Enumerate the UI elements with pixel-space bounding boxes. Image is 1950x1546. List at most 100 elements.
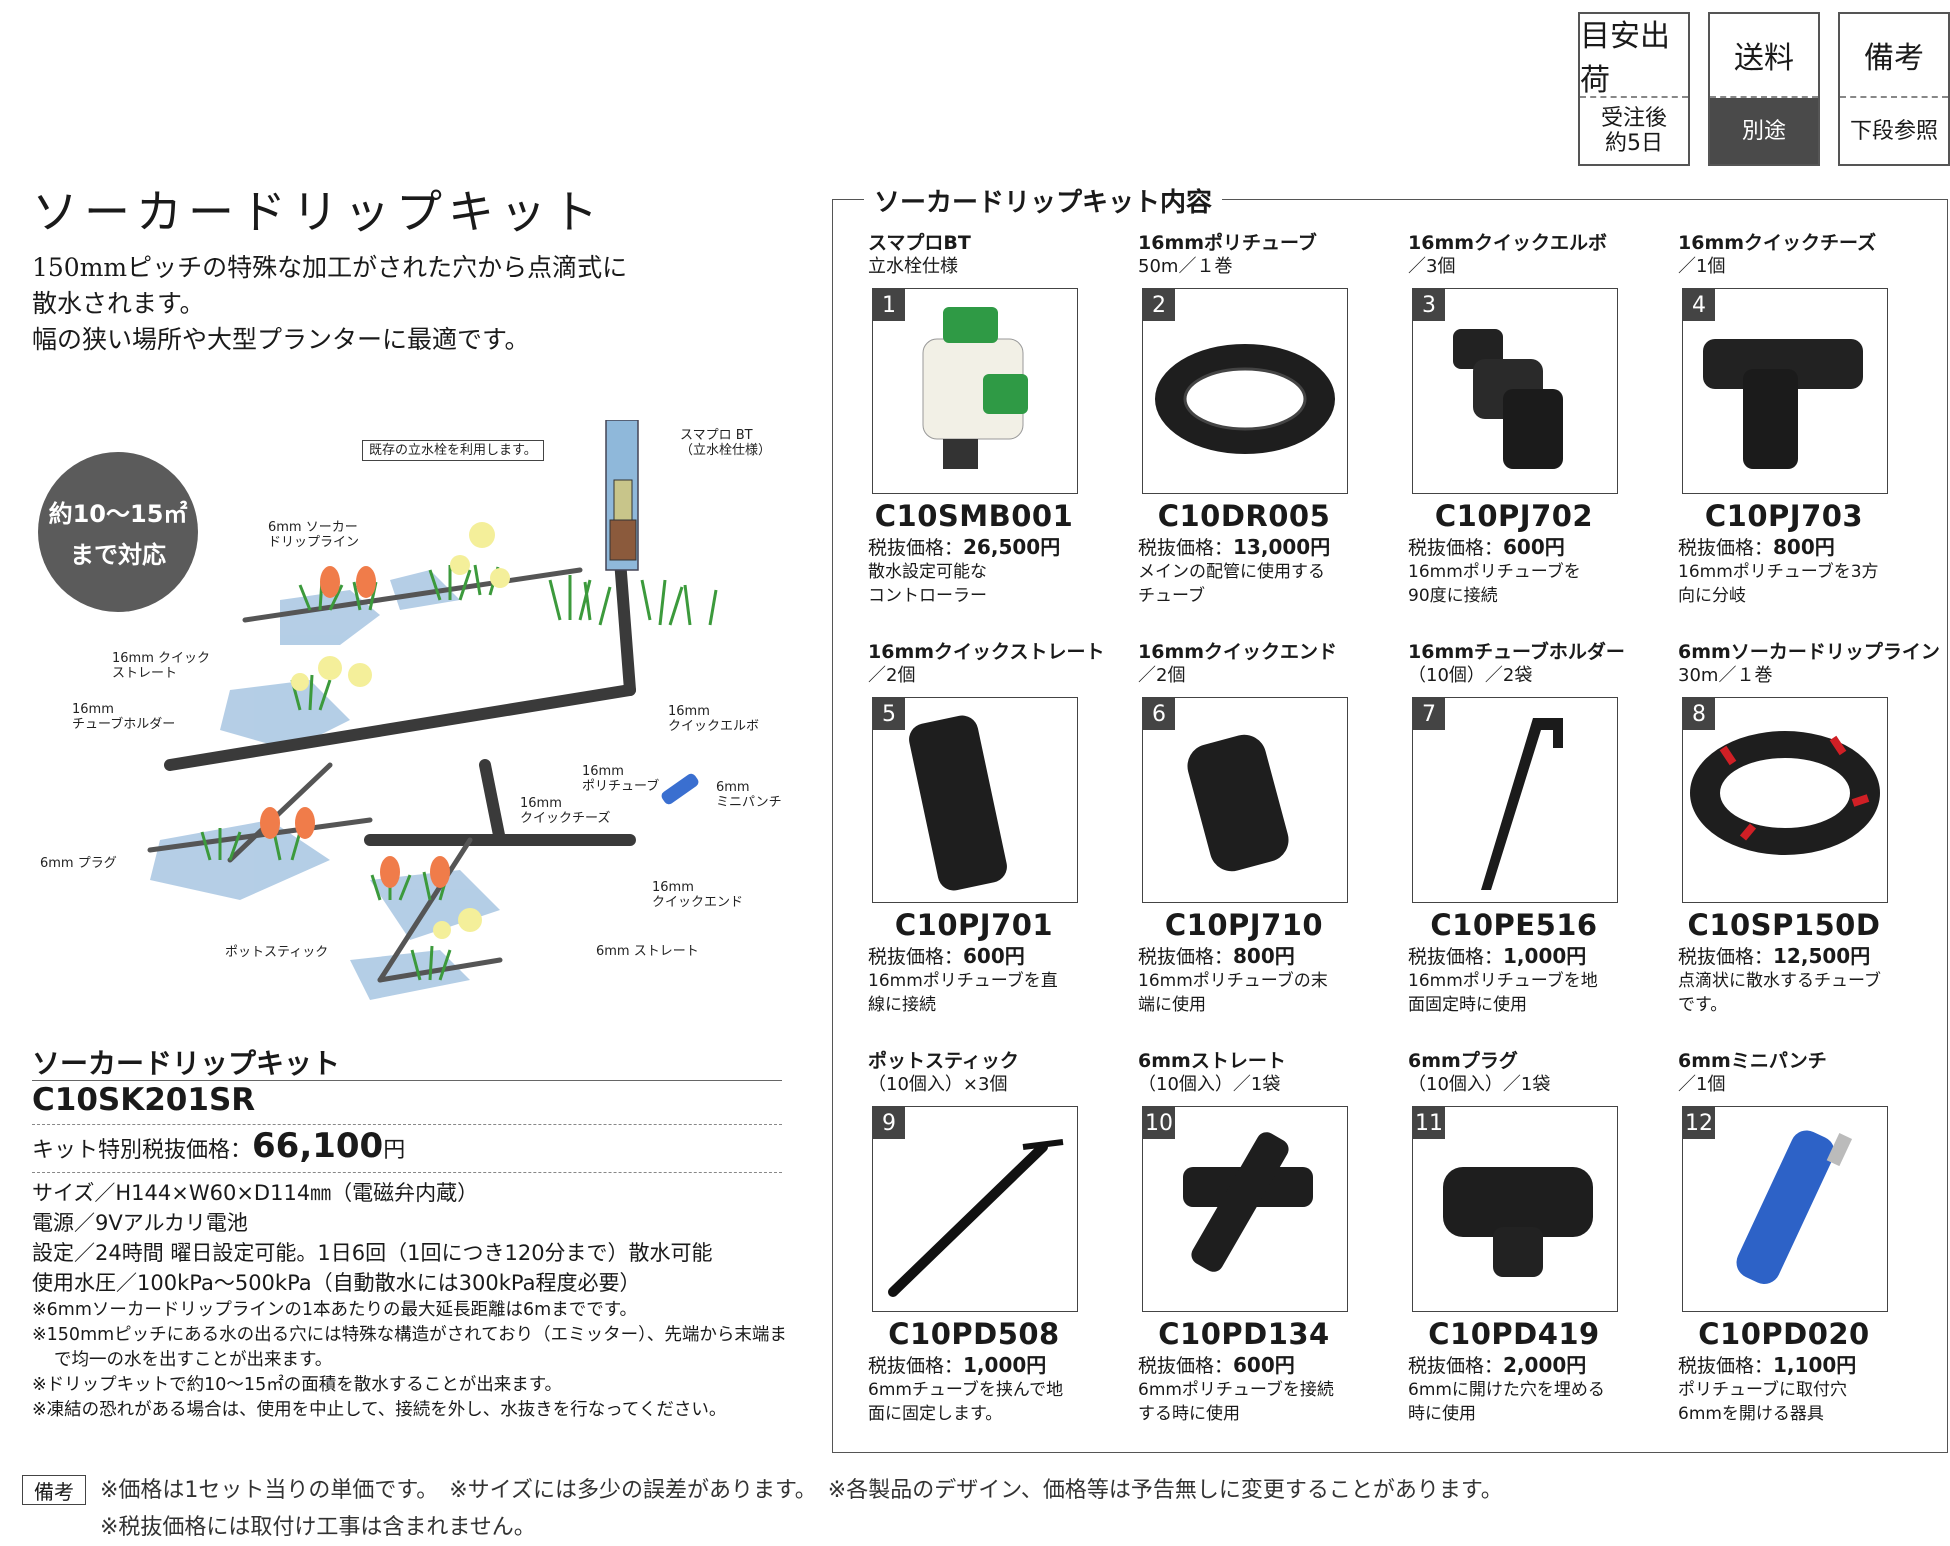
- product-price-label: 税抜価格：: [868, 537, 964, 559]
- product-code: C10PD419: [1428, 1317, 1600, 1351]
- product-code: C10PJ703: [1704, 499, 1864, 533]
- kit-contents-frame: [832, 199, 1948, 1453]
- desc-line: 150mmピッチの特殊な加工がされた穴から点滴式に: [32, 253, 628, 282]
- product-price: 税抜価格：2,000円: [1408, 1354, 1586, 1377]
- product-quantity: ／2個: [868, 665, 916, 686]
- product-code: C10PD020: [1698, 1317, 1870, 1351]
- product-price-label: 税抜価格：: [1678, 537, 1774, 559]
- product-price-value: 1,100円: [1773, 1353, 1857, 1377]
- product-number: 8: [1683, 698, 1715, 730]
- product-quantity: （10個入）／1袋: [1408, 1074, 1551, 1095]
- product-name: 6mmソーカードリップライン: [1678, 641, 1940, 663]
- diagram-label-soaker-line: 6mm ソーカー ドリップライン: [268, 520, 360, 550]
- product-code: C10DR005: [1157, 499, 1331, 533]
- product-image-frame: 10: [1142, 1106, 1348, 1312]
- product-name: 6mmプラグ: [1408, 1050, 1518, 1072]
- diagram-label-quick-straight: 16mm クイック ストレート: [112, 651, 211, 681]
- product-price-value: 1,000円: [963, 1353, 1047, 1377]
- product-code: C10SP150D: [1687, 908, 1881, 942]
- badge-line2: まで対応: [70, 541, 166, 569]
- intro-description: 150mmピッチの特殊な加工がされた穴から点滴式に 散水されます。 幅の狭い場所…: [32, 250, 752, 358]
- product-number: 3: [1413, 289, 1445, 321]
- product-price-value: 12,500円: [1773, 944, 1871, 968]
- product-price-label: 税抜価格：: [868, 1355, 964, 1377]
- spec-line: 電源／9Vアルカリ電池: [32, 1211, 248, 1235]
- product-name: 16mmポリチューブ: [1138, 232, 1317, 254]
- installation-diagram: [147, 420, 718, 1000]
- product-code: C10PJ702: [1434, 499, 1594, 533]
- product-code: C10PJ710: [1164, 908, 1324, 942]
- product-image-frame: 1: [872, 288, 1078, 494]
- product-description: 散水設定可能な コントローラー: [868, 562, 987, 606]
- diagram-label-plug: 6mm プラグ: [40, 856, 117, 871]
- product-number: 9: [873, 1107, 905, 1139]
- product-quantity: ／3個: [1408, 256, 1456, 277]
- product-image-frame: 12: [1682, 1106, 1888, 1312]
- divider: [32, 1080, 782, 1081]
- shipping-value: 受注後 約5日: [1600, 106, 1667, 156]
- product-description: ポリチューブに取付穴 6mmを開ける器具: [1678, 1380, 1847, 1424]
- product-number: 4: [1683, 289, 1715, 321]
- product-price: 税抜価格：26,500円: [868, 536, 1060, 559]
- badge-line1: 約10～15㎡: [48, 500, 188, 528]
- product-name: 16mmクイックエンド: [1138, 641, 1338, 663]
- product-price-label: 税抜価格：: [1408, 537, 1504, 559]
- product-price-label: 税抜価格：: [1678, 946, 1774, 968]
- diagram-label-pot-stick: ポットスティック: [225, 945, 329, 960]
- product-description: 6mmポリチューブを接続 する時に使用: [1138, 1380, 1334, 1424]
- product-image-frame: 7: [1412, 697, 1618, 903]
- diagram-label-smapro: スマプロ BT （立水栓仕様）: [680, 428, 772, 458]
- footer-line: ※価格は1セット当りの単価です。 ※サイズには多少の誤差があります。 ※各製品の…: [100, 1478, 1503, 1503]
- product-number: 6: [1143, 698, 1175, 730]
- product-code: C10PJ701: [894, 908, 1054, 942]
- diagram-label-quick-tee: 16mm クイックチーズ: [520, 796, 611, 826]
- product-price-label: 税抜価格：: [1138, 537, 1234, 559]
- product-price: 税抜価格：600円: [1138, 1354, 1295, 1377]
- diagram-label-quick-elbow: 16mm クイックエルボ: [668, 704, 760, 734]
- elbow-fitting-image: [1453, 329, 1563, 469]
- product-description: メインの配管に使用する チューブ: [1138, 562, 1325, 606]
- product-number: 5: [873, 698, 905, 730]
- product-number: 2: [1143, 289, 1175, 321]
- product-name: 16mmクイックエルボ: [1408, 232, 1608, 254]
- diagram-label-poly-tube: 16mm ポリチューブ: [582, 764, 660, 794]
- product-quantity: ／1個: [1678, 256, 1726, 277]
- tube-coil-image: [1155, 344, 1335, 454]
- footer-remarks: ※価格は1セット当りの単価です。 ※サイズには多少の誤差があります。 ※各製品の…: [100, 1472, 1503, 1546]
- product-number: 11: [1413, 1107, 1445, 1139]
- product-price-value: 800円: [1233, 944, 1295, 968]
- product-price: 税抜価格：13,000円: [1138, 536, 1330, 559]
- postage-value: 別途: [1710, 98, 1818, 164]
- spec-line: 使用水圧／100kPa～500kPa（自動散水には300kPa程度必要）: [32, 1271, 641, 1295]
- product-price-label: 税抜価格：: [868, 946, 964, 968]
- product-code: C10PD508: [888, 1317, 1060, 1351]
- product-name: スマプロBT: [868, 232, 971, 254]
- drip-line-coil-image: [1690, 731, 1880, 855]
- plug-image: [1443, 1167, 1593, 1277]
- product-price-value: 800円: [1773, 535, 1835, 559]
- product-price-value: 600円: [1503, 535, 1565, 559]
- diagram-label-quick-end: 16mm クイックエンド: [652, 880, 744, 910]
- end-cap-image: [1187, 734, 1289, 872]
- note-line: ※150mmピッチにある水の出る穴には特殊な構造がされており（エミッター）、先端…: [32, 1325, 787, 1370]
- product-price-value: 1,000円: [1503, 944, 1587, 968]
- product-image-frame: 4: [1682, 288, 1888, 494]
- product-quantity: （10個入）×3個: [868, 1074, 1008, 1095]
- page-title: ソーカードリップキット: [32, 185, 604, 239]
- product-description: 6mmチューブを挟んで地 面に固定します。: [868, 1380, 1064, 1424]
- postage-info-box: 送料 別途: [1708, 12, 1820, 166]
- product-name: 16mmチューブホルダー: [1408, 641, 1625, 663]
- diagram-label-faucet: 既存の立水栓を利用します。: [362, 440, 544, 461]
- remarks-label: 備考: [1840, 14, 1948, 98]
- kit-contents-title: ソーカードリップキット内容: [864, 182, 1223, 219]
- product-description: 16mmポリチューブを直 線に接続: [868, 971, 1058, 1015]
- product-code: C10PE516: [1430, 908, 1598, 942]
